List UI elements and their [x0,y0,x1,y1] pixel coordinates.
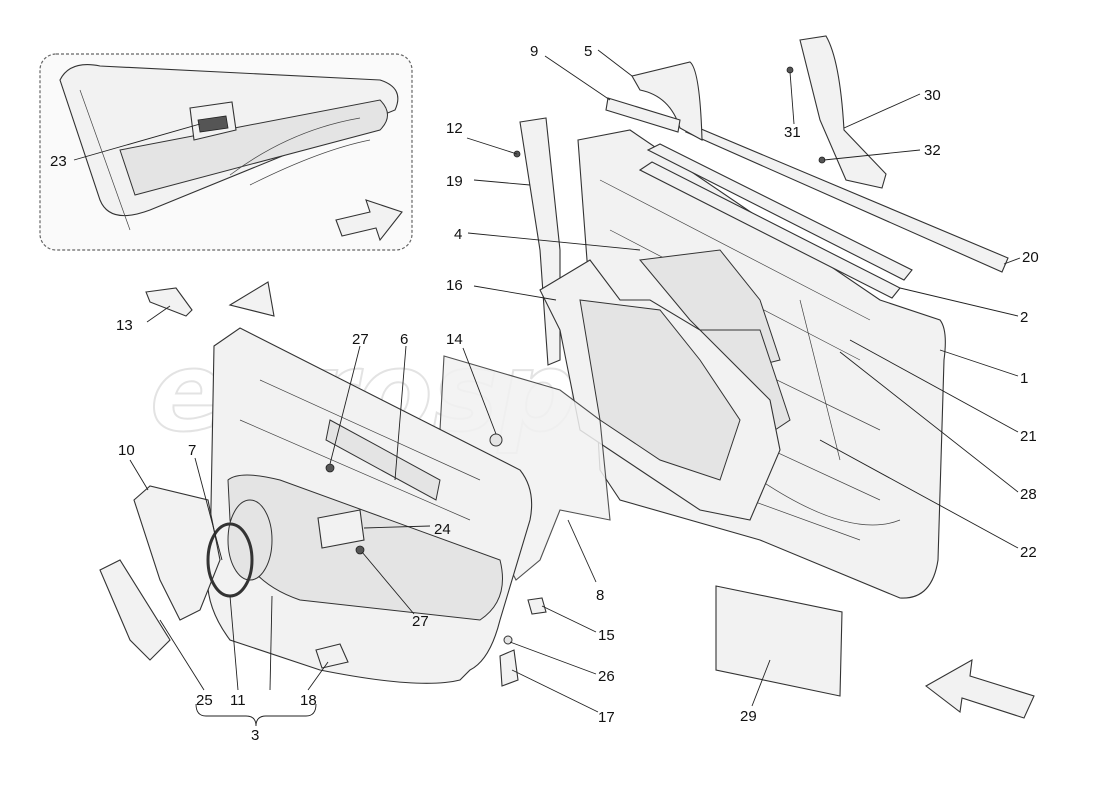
callout-16: 16 [446,277,463,294]
group-brace-3 [195,703,317,727]
inset-direction-arrow-icon [335,199,403,242]
callout-3: 3 [251,727,259,744]
callout-12: 12 [446,120,463,137]
callout-29: 29 [740,708,757,725]
handle-switch-24 [317,509,365,549]
callout-6: 6 [400,331,408,348]
callout-18: 18 [300,692,317,709]
mirror-trim-5 [631,61,703,141]
callout-26: 26 [598,668,615,685]
glass-rails-2 [638,125,1009,299]
door-trim-panel-3 [207,327,533,684]
callout-21: 21 [1020,428,1037,445]
callout-25: 25 [196,692,213,709]
callout-23: 23 [50,153,67,170]
callout-14: 14 [446,331,463,348]
detail-inset [39,53,413,251]
callout-20: 20 [1022,249,1039,266]
callout-24: 24 [434,521,451,538]
direction-arrow-icon [925,658,1035,719]
callout-11: 11 [230,692,246,709]
switch-strip-6 [325,419,441,501]
armrest-grille-10 [133,485,221,621]
clip-14 [489,433,503,447]
callout-labels: 1 2 3 4 5 6 7 8 9 10 11 12 13 14 15 16 1… [50,43,1039,744]
clip-18 [315,643,349,669]
callout-9: 9 [530,43,538,60]
cap-17 [499,649,519,687]
callout-19: 19 [446,173,463,190]
callout-32: 32 [924,142,941,159]
callout-1: 1 [1020,370,1028,387]
callout-10: 10 [118,442,135,459]
callout-27-lower: 27 [412,613,429,630]
callout-31: 31 [784,124,801,141]
callout-30: 30 [924,87,941,104]
callout-4: 4 [454,226,462,243]
callout-13: 13 [116,317,133,334]
callout-22: 22 [1020,544,1037,561]
clip-13 [145,287,193,317]
callout-17: 17 [598,709,615,726]
label-29 [715,585,843,697]
callout-28: 28 [1020,486,1037,503]
callout-5: 5 [584,43,592,60]
leader-lines [73,49,1021,727]
callout-27-upper: 27 [352,331,369,348]
callout-8: 8 [596,587,604,604]
tweeter-cover [228,281,275,317]
callout-2: 2 [1020,309,1028,326]
inner-strip-9 [605,97,681,133]
speaker-grille-25 [99,559,171,661]
screw-27-upper [325,463,335,473]
callout-15: 15 [598,627,615,644]
speaker-trim-30 [799,35,887,189]
clip-15 [527,597,547,615]
grommet-26 [503,635,513,645]
callout-7: 7 [188,442,196,459]
